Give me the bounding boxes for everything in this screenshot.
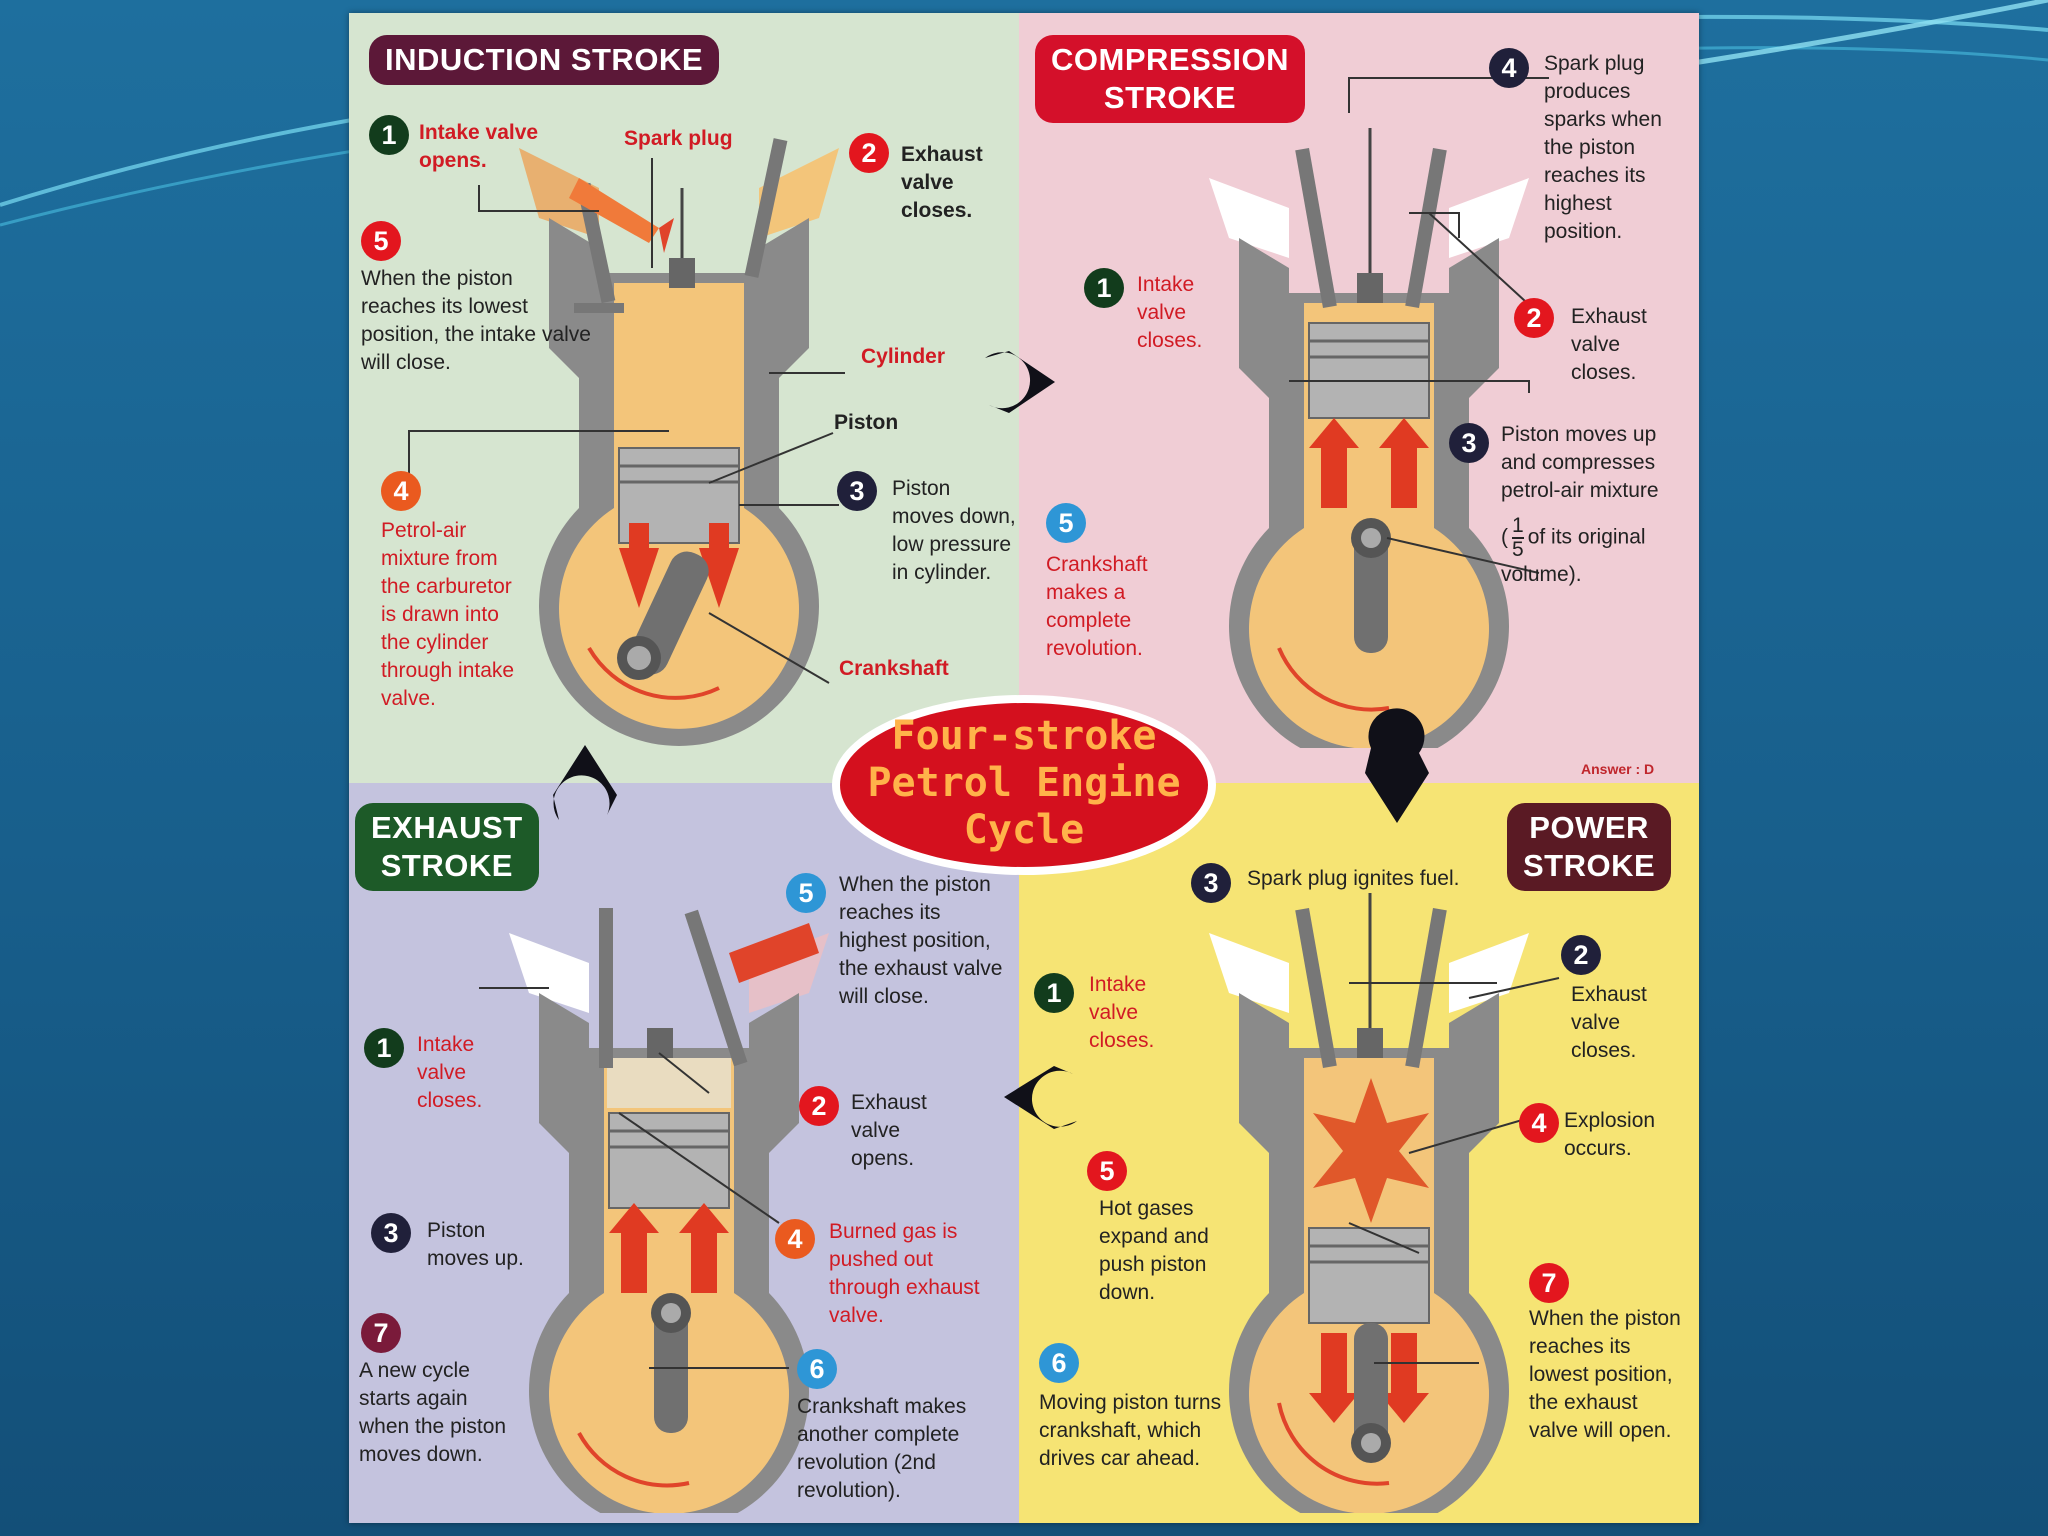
power-step-3: 3 [1191,863,1231,903]
fraction-denominator: 5 [1512,538,1524,561]
induction-piston-label: Piston [834,411,899,434]
exhaust-intake-label: Intake valve closes. [417,1033,483,1112]
power-piston-lowest-label: When the piston reaches its lowest posit… [1529,1307,1681,1442]
fraction-paren: ( [1501,525,1508,549]
power-moving-piston-label: Moving piston turns crankshaft, which dr… [1039,1391,1222,1470]
arrow-down-icon [1365,708,1429,823]
power-title-line1: POWER [1529,810,1649,845]
power-engine-illustration [1209,893,1529,1513]
power-step-7: 7 [1529,1263,1569,1303]
center-title-line3: Cycle [963,807,1085,853]
compression-step-4: 4 [1489,48,1529,88]
fraction-text: of its original volume). [1501,525,1646,586]
induction-petrol-air-label: Petrol-air mixture from the carburetor i… [381,519,515,710]
arrow-up-icon [553,745,617,820]
exhaust-step-6: 6 [797,1349,837,1389]
power-exhaust-label: Exhaust valve closes. [1571,983,1647,1062]
exhaust-piston-up-label: Piston moves up. [427,1219,524,1270]
power-explosion-label: Explosion occurs. [1564,1109,1656,1160]
induction-crankshaft-label: Crankshaft [839,657,949,680]
compression-step-2: 2 [1514,298,1554,338]
induction-exhaust-label: Exhaust valve closes. [901,143,983,222]
power-intake-label: Intake valve closes. [1089,973,1155,1052]
fraction-numerator: 1 [1512,514,1524,539]
leader-lines [408,77,1560,1369]
power-step-4: 4 [1519,1103,1559,1143]
exhaust-step-7: 7 [361,1313,401,1353]
induction-step-2: 2 [849,133,889,173]
exhaust-title: EXHAUST STROKE [355,803,539,891]
exhaust-new-cycle-label: A new cycle starts again when the piston… [359,1359,507,1466]
induction-piston-moves-label: Piston moves down, low pressure in cylin… [892,477,1016,584]
compression-step-1: 1 [1084,268,1124,308]
exhaust-valve-opens-label: Exhaust valve opens. [851,1091,927,1170]
exhaust-engine-illustration [509,908,829,1513]
answer-note: Answer : D [1581,761,1655,777]
compression-engine-illustration [1209,128,1529,748]
compression-title-line2: STROKE [1103,80,1237,115]
power-title-line2: STROKE [1523,848,1656,883]
exhaust-title-line2: STROKE [380,848,513,883]
arrow-left-icon [1004,1066,1077,1129]
compression-step-5: 5 [1046,503,1086,543]
induction-spark-plug-label: Spark plug [624,127,733,150]
power-step-1: 1 [1034,973,1074,1013]
arrow-right-icon [985,351,1055,413]
center-title-line1: Four-stroke [891,713,1157,759]
exhaust-burned-gas-label: Burned gas is pushed out through exhaust… [829,1220,980,1327]
power-step-6: 6 [1039,1343,1079,1383]
induction-step-5: 5 [361,221,401,261]
center-title: Four-stroke Petrol Engine Cycle [829,713,1219,854]
center-title-line2: Petrol Engine [867,760,1181,806]
induction-step-3: 3 [837,471,877,511]
exhaust-step-1: 1 [364,1028,404,1068]
center-title-oval [832,695,1216,875]
power-title: POWER STROKE [1507,803,1672,891]
power-hot-gases-label: Hot gases expand and push piston down. [1099,1197,1209,1304]
exhaust-title-line1: EXHAUST [371,810,523,845]
induction-cylinder-label: Cylinder [861,345,946,368]
exhaust-crank-label: Crankshaft makes another complete revolu… [797,1395,967,1502]
four-stroke-diagram: Four-stroke Petrol Engine Cycle Answer :… [349,13,1699,1523]
exhaust-step-4: 4 [775,1219,815,1259]
induction-step-4: 4 [381,471,421,511]
power-step-5: 5 [1087,1151,1127,1191]
exhaust-step-2: 2 [799,1086,839,1126]
induction-engine-illustration [519,138,839,746]
compression-title-line1: COMPRESSION [1051,42,1290,77]
induction-step-1: 1 [369,115,409,155]
exhaust-step-5: 5 [786,873,826,913]
induction-title: INDUCTION STROKE [369,35,719,85]
induction-piston-lowest-label: When the piston reaches its lowest posit… [361,267,591,374]
compression-title: COMPRESSION STROKE [1035,35,1306,123]
induction-intake-label: Intake valve opens. [419,121,539,172]
compression-intake-label: Intake valve closes. [1137,273,1203,352]
compression-crank-label: Crankshaft makes a complete revolution. [1046,553,1148,660]
compression-exhaust-label: Exhaust valve closes. [1571,305,1647,384]
compression-spark-label: Spark plug produces sparks when the pist… [1544,52,1662,243]
power-step-2: 2 [1561,935,1601,975]
compression-step-3: 3 [1449,423,1489,463]
cycle-arrows [553,351,1429,1129]
power-ignites-label: Spark plug ignites fuel. [1247,867,1460,890]
exhaust-step-3: 3 [371,1213,411,1253]
compression-piston-up-label: Piston moves up and compresses petrol-ai… [1501,423,1659,502]
exhaust-piston-highest-label: When the piston reaches its highest posi… [839,873,1003,1008]
